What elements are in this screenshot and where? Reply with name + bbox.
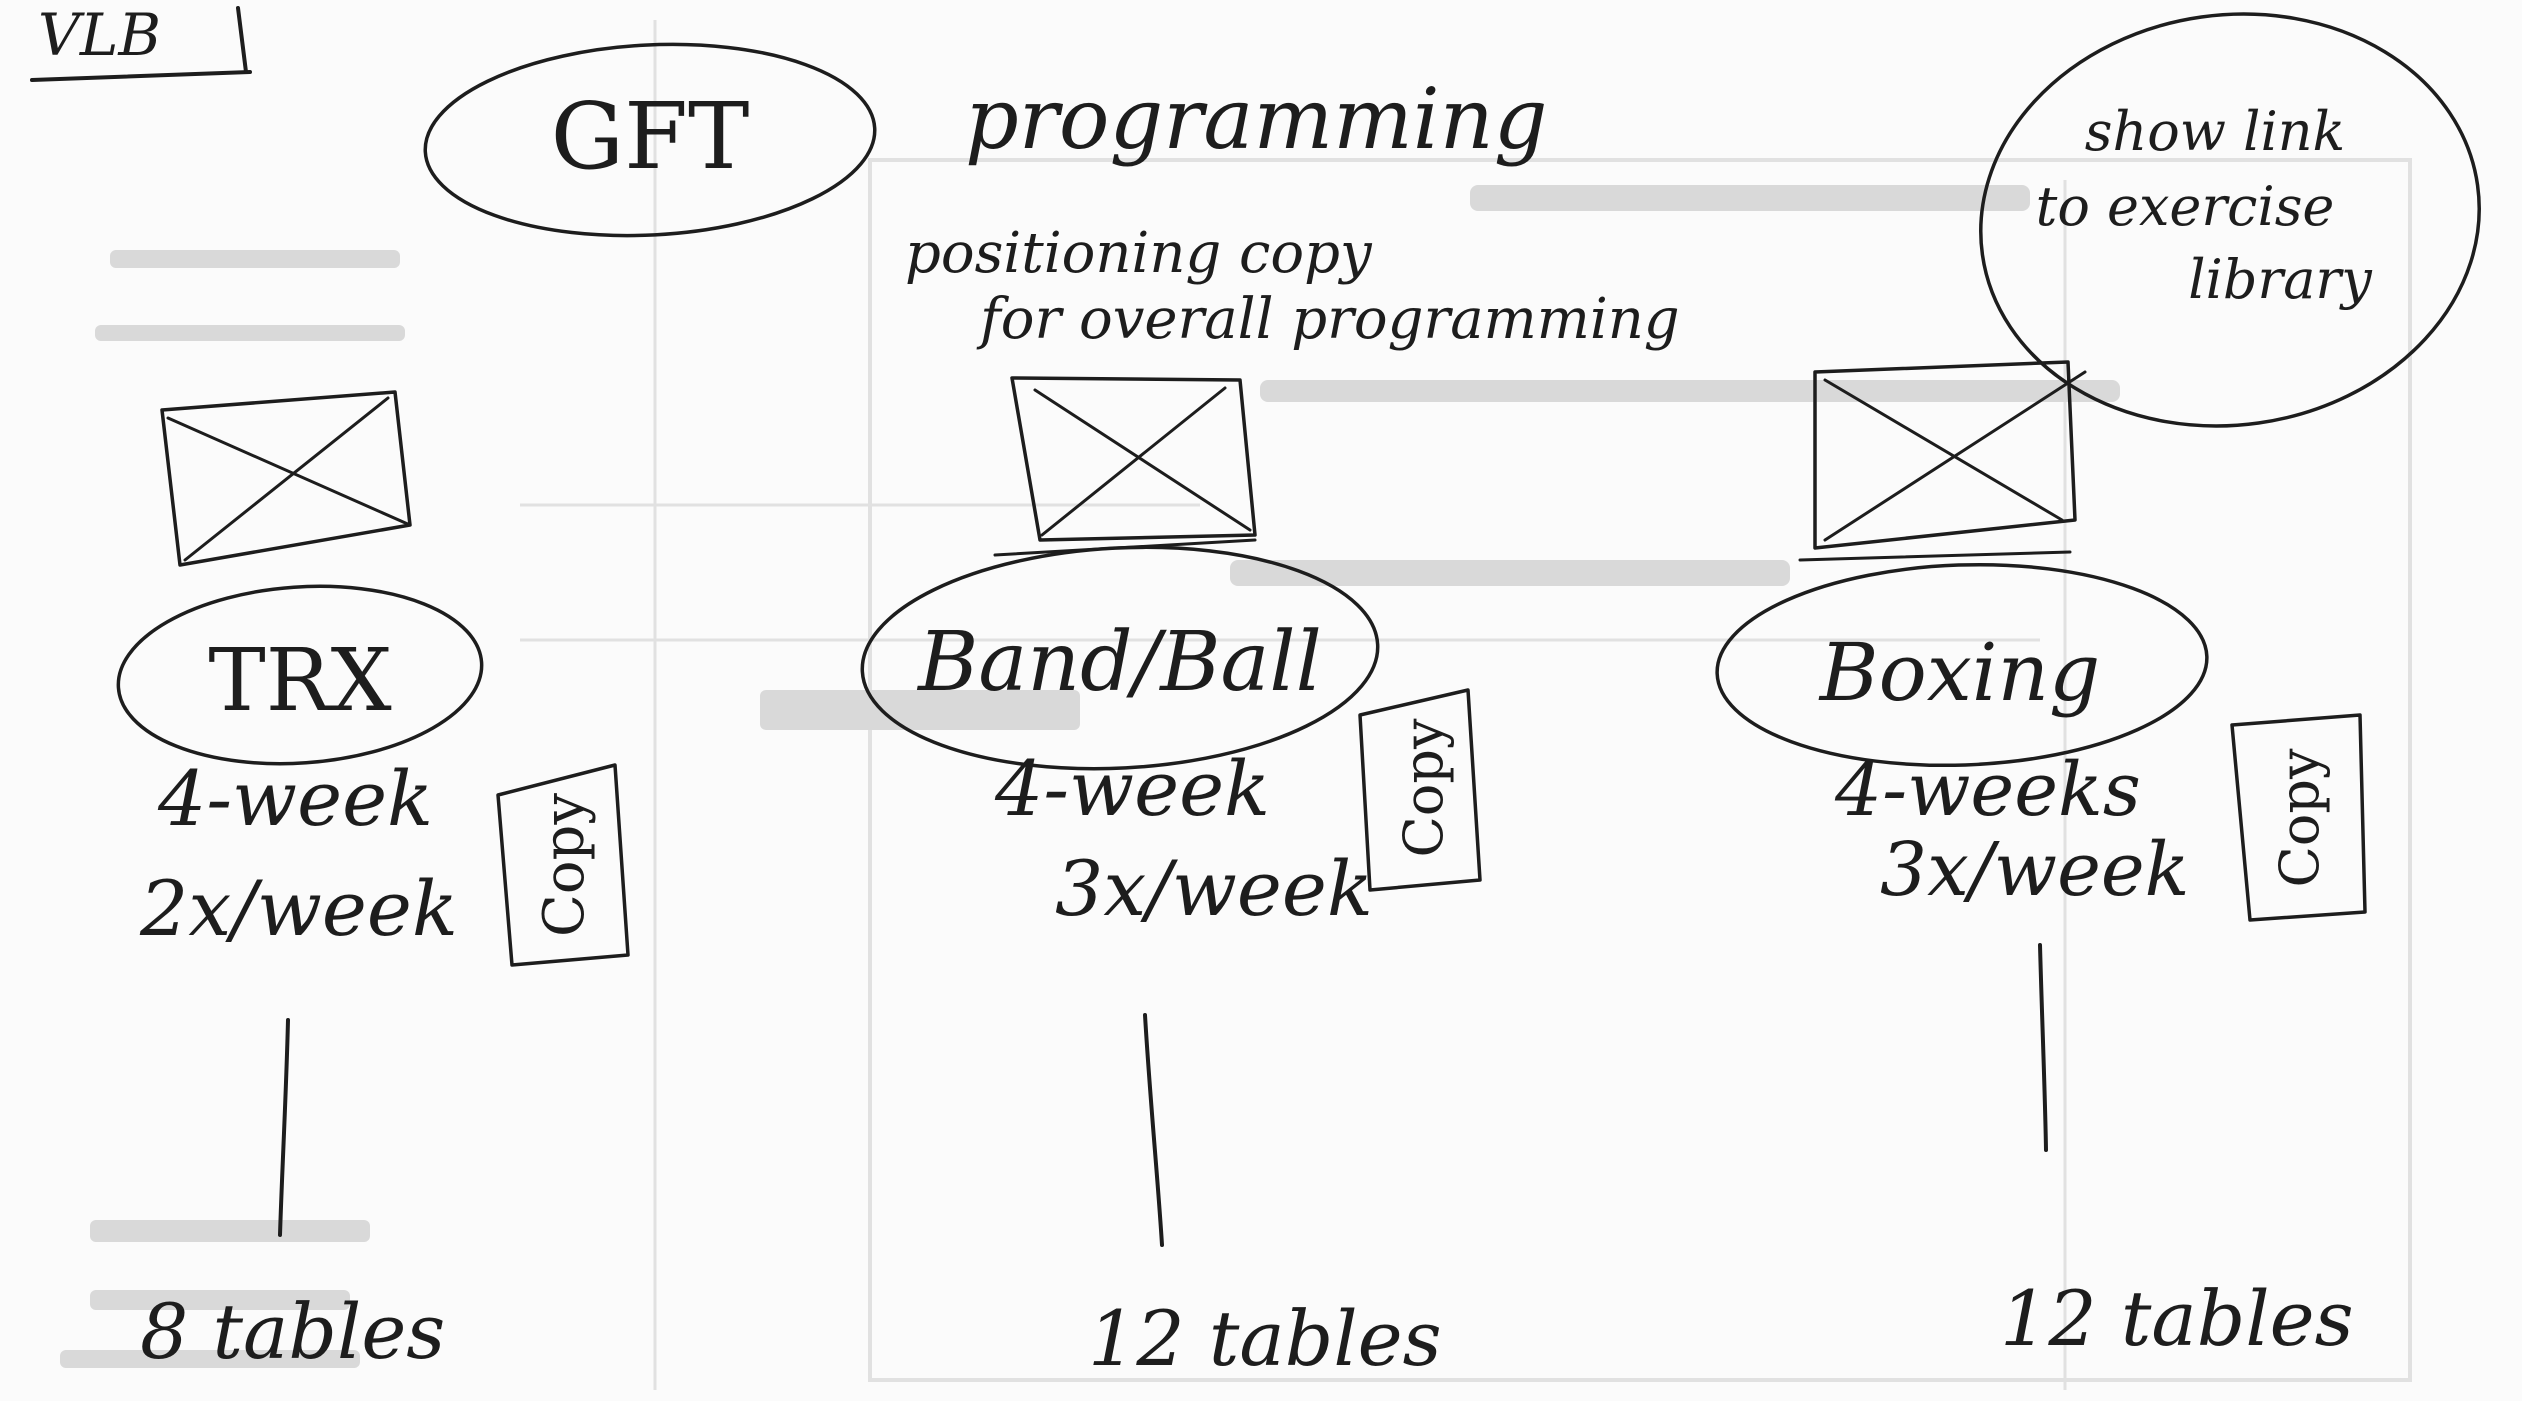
- program-duration: 4-week: [157, 754, 433, 843]
- program-duration: 4-week: [994, 744, 1270, 833]
- badge-label: GFT: [551, 83, 750, 190]
- tables-count: 12 tables: [1088, 1294, 1442, 1383]
- connector-line: [2038, 943, 2048, 1152]
- positioning-copy-line2: for overall programming: [976, 287, 1680, 352]
- program-duration: 4-weeks: [1834, 747, 2141, 833]
- tables-count: 8 tables: [140, 1287, 445, 1376]
- image-placeholder: [1798, 360, 2087, 562]
- connector-line: [1143, 1013, 1164, 1247]
- program-column-trx: TRX 4-week 2x/week Copy 8 tables: [112, 390, 630, 1376]
- program-column-band-ball: Band/Ball 4-week 3x/week Copy 12 tables: [857, 376, 1482, 1383]
- program-column-boxing: Boxing 4-weeks 3x/week Copy 12 tables: [1714, 360, 2367, 1363]
- image-placeholder: [160, 390, 412, 567]
- program-name: Band/Ball: [916, 615, 1322, 710]
- exercise-library-callout[interactable]: show link to exercise library: [1954, 0, 2506, 458]
- program-frequency: 3x/week: [1055, 844, 1373, 933]
- program-name-bubble[interactable]: Band/Ball: [857, 535, 1384, 782]
- callout-line1: show link: [2085, 100, 2345, 163]
- tables-count: 12 tables: [2000, 1274, 2354, 1363]
- connector-line: [278, 1018, 290, 1237]
- program-name-bubble[interactable]: TRX: [112, 575, 487, 776]
- callout-line2: to exercise: [2036, 175, 2335, 238]
- paper-bleed-through: [60, 20, 2412, 1390]
- copy-label: Copy: [1392, 718, 1455, 857]
- program-frequency: 2x/week: [139, 864, 458, 953]
- page-title: programming: [965, 70, 1548, 168]
- program-name: Boxing: [1818, 626, 2100, 719]
- copy-block: Copy: [2230, 713, 2367, 922]
- program-frequency: 3x/week: [1880, 827, 2190, 913]
- copy-block: Copy: [496, 763, 630, 967]
- positioning-copy-line1: positioning copy: [905, 221, 1373, 286]
- copy-label: Copy: [532, 793, 597, 937]
- copy-block: Copy: [1358, 688, 1482, 892]
- corner-mark: VLB: [30, 1, 252, 82]
- corner-label: VLB: [38, 1, 161, 69]
- gft-badge: GFT: [423, 42, 877, 238]
- image-placeholder: [993, 376, 1257, 557]
- callout-line3: library: [2188, 248, 2373, 311]
- copy-label: Copy: [2268, 748, 2331, 887]
- program-name: TRX: [208, 631, 391, 731]
- program-name-bubble[interactable]: Boxing: [1714, 557, 2211, 774]
